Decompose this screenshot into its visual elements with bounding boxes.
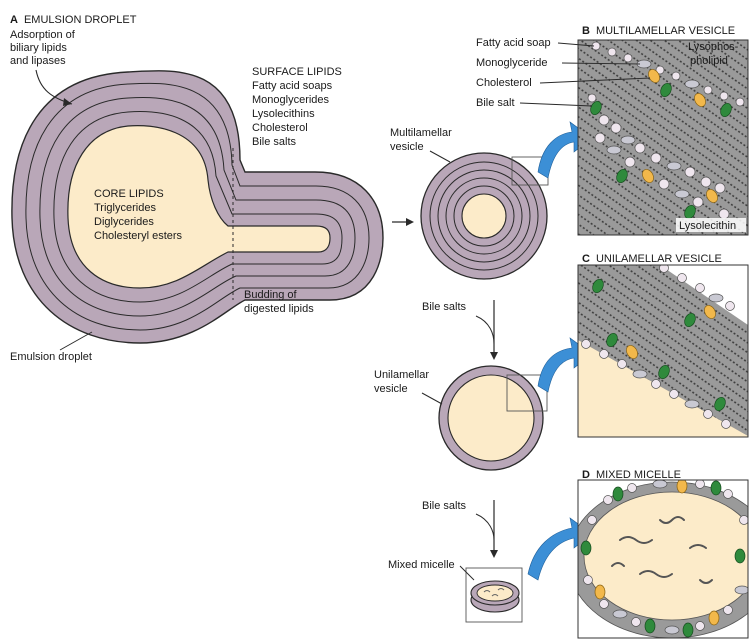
label-lysophospholipid-2: pholipid xyxy=(690,55,728,67)
unilamellar-label-2: vesicle xyxy=(374,383,408,395)
adsorption-line-1: Adsorption of xyxy=(10,29,76,41)
mixed-micelle xyxy=(466,568,522,622)
core-lipid-diglycerides: Diglycerides xyxy=(94,216,154,228)
panel-d-zoom xyxy=(568,479,755,639)
emulsion-droplet xyxy=(12,70,383,350)
unilamellar-label-1: Unilamellar xyxy=(374,369,429,381)
label-lysophospholipid-1: Lysophos- xyxy=(688,41,739,53)
surface-lipid-cholesterol: Cholesterol xyxy=(252,122,308,134)
unilamellar-vesicle xyxy=(439,366,547,470)
bile-salts-label-2: Bile salts xyxy=(422,500,467,512)
surface-lipid-monoglycerides: Monoglycerides xyxy=(252,94,330,106)
multilamellar-vesicle xyxy=(421,153,548,279)
multilamellar-label-1: Multilamellar xyxy=(390,127,452,139)
surface-lipid-lysolecithins: Lysolecithins xyxy=(252,108,315,120)
label-lysolecithin: Lysolecithin xyxy=(679,220,736,232)
panel-c-zoom xyxy=(578,264,748,438)
emulsion-droplet-label: Emulsion droplet xyxy=(10,351,92,363)
adsorption-line-3: and lipases xyxy=(10,55,66,67)
core-lipids-heading: CORE LIPIDS xyxy=(94,188,164,200)
surface-lipid-bile-salts: Bile salts xyxy=(252,136,297,148)
label-monoglyceride: Monoglyceride xyxy=(476,57,548,69)
mixed-micelle-label: Mixed micelle xyxy=(388,559,455,571)
multilamellar-label-2: vesicle xyxy=(390,141,424,153)
surface-lipids-heading: SURFACE LIPIDS xyxy=(252,66,342,78)
budding-line-2: digested lipids xyxy=(244,303,314,315)
label-cholesterol: Cholesterol xyxy=(476,77,532,89)
core-lipid-triglycerides: Triglycerides xyxy=(94,202,156,214)
panel-b-zoom xyxy=(578,40,748,235)
adsorption-line-2: biliary lipids xyxy=(10,42,67,54)
label-fatty-acid-soap: Fatty acid soap xyxy=(476,37,551,49)
budding-line-1: Budding of xyxy=(244,289,298,301)
core-lipid-cholesteryl-esters: Cholesteryl esters xyxy=(94,230,183,242)
surface-lipid-fatty-acid-soaps: Fatty acid soaps xyxy=(252,80,333,92)
bile-salts-label-1: Bile salts xyxy=(422,301,467,313)
flow-arrow-1 xyxy=(392,218,414,226)
label-bile-salt: Bile salt xyxy=(476,97,515,109)
